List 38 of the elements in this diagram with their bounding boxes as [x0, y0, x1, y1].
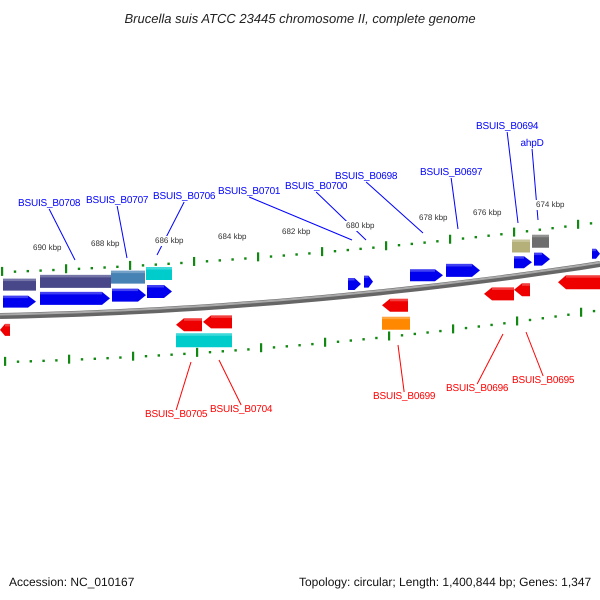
leader-line [506, 132, 518, 224]
leader-line [476, 334, 504, 384]
leader-line [398, 344, 405, 392]
gene-label: ahpD [520, 139, 544, 149]
leader-line [176, 362, 192, 410]
gene-label: BSUIS_B0708 [18, 199, 80, 209]
scale-label: 680 kbp [345, 221, 376, 231]
scale-label: 674 kbp [535, 200, 566, 210]
gene-label: BSUIS_B0696 [446, 384, 508, 394]
gene-label: BSUIS_B0698 [335, 172, 398, 182]
scale-label: 682 kbp [281, 227, 312, 237]
leader-line [248, 196, 352, 240]
gene-label: BSUIS_B0699 [373, 392, 436, 402]
scale-label: 690 kbp [32, 243, 62, 253]
leader-line [526, 332, 544, 376]
title: Brucella suis ATCC 23445 chromosome II, complete genome [124, 12, 476, 25]
scale-label: 688 kbp [90, 239, 120, 249]
gene-label: BSUIS_B0697 [420, 168, 482, 178]
leader-line [450, 178, 458, 230]
leader-line [532, 148, 538, 220]
leader-line [116, 206, 128, 258]
accession-text: Accession: NC_010167 [9, 576, 134, 588]
gene-label: BSUIS_B0704 [210, 405, 272, 415]
scale-label: 684 kbp [217, 232, 248, 242]
leader-line [366, 182, 424, 234]
scale-label: 686 kbp [154, 236, 184, 246]
gene-label: BSUIS_B0706 [153, 192, 216, 202]
gene-label: BSUIS_B0694 [476, 122, 538, 132]
gene-label: BSUIS_B0707 [86, 196, 148, 206]
gene-label: BSUIS_B0705 [145, 410, 208, 420]
scale-label: 676 kbp [472, 208, 502, 218]
gene-label: BSUIS_B0695 [512, 376, 574, 386]
gene-label: BSUIS_B0700 [285, 182, 348, 192]
gene-label: BSUIS_B0701 [218, 187, 280, 197]
genome-stats-text: Topology: circular; Length: 1,400,844 bp; Genes: 1,347 [299, 576, 592, 588]
leader-line [48, 208, 76, 260]
leader-line [218, 360, 242, 406]
scale-label: 678 kbp [418, 213, 448, 223]
